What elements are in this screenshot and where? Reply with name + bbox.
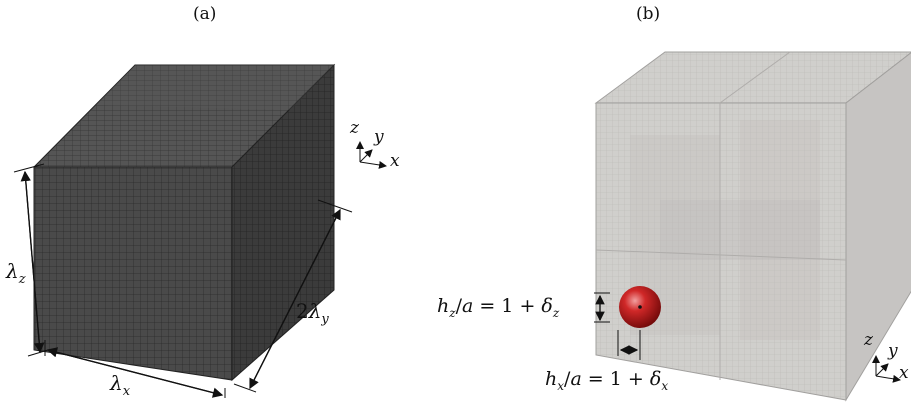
axes-triad-a xyxy=(356,141,387,169)
equation-hx: hx/a = 1 + δx xyxy=(545,368,668,393)
axis-x-label-b: x xyxy=(899,363,909,383)
dimension-hz xyxy=(594,292,610,323)
mesh-box-a xyxy=(32,63,336,382)
dimension-lambda-y xyxy=(233,199,353,393)
axis-z-label-a: z xyxy=(349,118,360,138)
panel-a-label: (a) xyxy=(193,4,217,24)
axis-y-label-b: y xyxy=(887,341,898,361)
mesh-box-front-face xyxy=(33,166,233,381)
dimension-lambda-z xyxy=(13,163,49,357)
mesh-box-b xyxy=(594,51,911,402)
label-lambda-z: λz xyxy=(5,259,26,287)
equation-hz: hz/a = 1 + δz xyxy=(437,295,560,320)
label-lambda-x: λx xyxy=(109,371,131,399)
axis-x-label-a: x xyxy=(390,151,400,171)
axes-triad-b xyxy=(872,355,901,383)
axis-y-label-a: y xyxy=(373,127,384,147)
panel-b-label: (b) xyxy=(636,4,661,24)
label-2lambda-y: 2λy xyxy=(296,299,329,327)
mesh-box-side-face xyxy=(231,63,335,382)
axis-z-label-b: z xyxy=(863,330,874,350)
dimension-lambda-x xyxy=(44,340,226,398)
transparent-box-side xyxy=(845,52,911,402)
dimension-hx xyxy=(617,330,641,360)
